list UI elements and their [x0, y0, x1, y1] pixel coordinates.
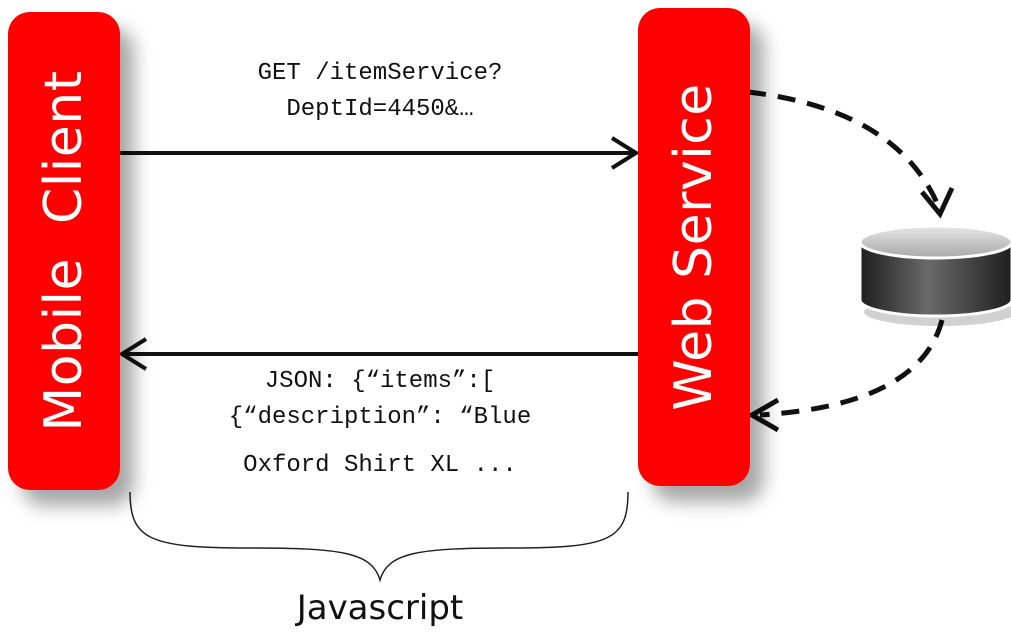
javascript-label: Javascript: [296, 588, 464, 628]
javascript-brace: [129, 491, 629, 583]
web-service-label: Web Service: [664, 83, 724, 411]
response-text-line-2: {“description”: “Blue: [228, 404, 532, 431]
request-text-line-1: GET /itemService?: [257, 60, 503, 87]
web-service-box: Web Service: [638, 8, 750, 486]
response-text-line-3: Oxford Shirt XL ...: [243, 452, 517, 479]
response-arrow: [118, 337, 638, 371]
db-result-arrow: [746, 319, 945, 433]
db-query-arrow: [747, 89, 955, 219]
mobile-client-box: Mobile Client: [8, 12, 120, 490]
request-arrow: [120, 136, 640, 170]
database-icon: [858, 224, 1011, 326]
request-text-line-2: DeptId=4450&…: [286, 96, 474, 123]
response-text-line-1: JSON: {“items”:[: [264, 368, 496, 395]
mobile-client-label: Mobile Client: [34, 70, 94, 432]
